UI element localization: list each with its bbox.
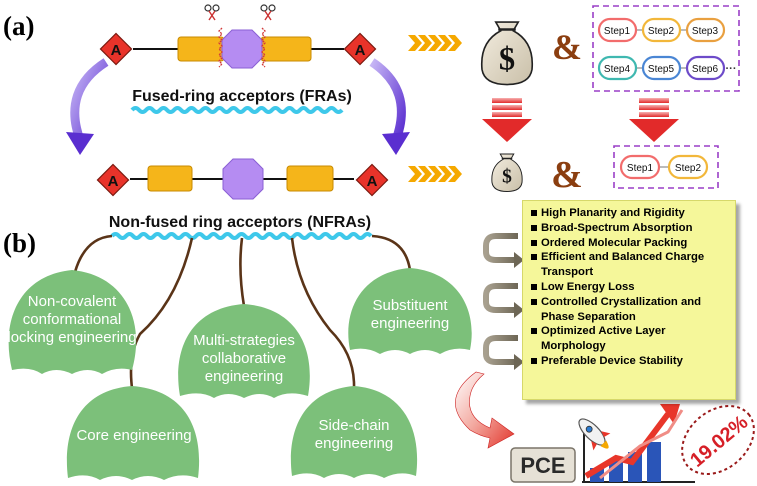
end-group-nfra-left: A [96,163,130,197]
red-down-arrow-right [629,98,679,142]
fra-wave-underline [130,106,344,114]
step-fra-3: Step3 [685,17,726,43]
pce-badge: PCE [510,447,576,483]
step-box-nfra: Step1 Step2 [613,145,719,189]
svg-text:A: A [367,173,378,190]
end-group-nfra-right: A [355,163,389,197]
svg-text:A: A [355,42,366,59]
svg-text:A: A [108,173,119,190]
bar-chart-icon [582,404,695,483]
fra-molecule: A A [99,4,377,69]
chevron-arrow-top [408,35,462,51]
cut-line-left [218,27,223,68]
purple-arrow-right [369,58,410,155]
grey-arrow-1 [483,233,524,268]
nfra-caption: Non-fused ring acceptors (NFRAs) [109,214,371,231]
step-nfra-1: Step1 [619,154,661,180]
property-item: Preferable Device Stability [531,354,731,369]
svg-text:Step4: Step4 [604,64,631,75]
red-swoosh-arrow [455,371,515,449]
svg-text:Step5: Step5 [648,64,675,75]
steps-more-ellipsis: ··· [726,63,737,75]
scissors-icon-right [260,4,276,21]
nfra-molecule: A A [96,158,389,200]
property-item: Broad-Spectrum Absorption [531,221,731,236]
property-item: Low Energy Loss [531,280,731,295]
step-fra-4: Step4 [597,55,638,81]
svg-text:Core engineering: Core engineering [76,427,191,444]
svg-text:Step2: Step2 [648,26,675,37]
pce-value-badge: 19.02% [681,405,755,475]
svg-text:Step6: Step6 [692,64,719,75]
end-group-left: A [99,32,133,66]
ampersand-top: & [552,27,582,67]
grey-arrow-2 [483,283,524,318]
svg-text:Step1: Step1 [604,26,631,37]
chevron-arrow-bottom [408,166,462,182]
property-item: High Planarity and Rigidity [531,206,731,221]
properties-box: High Planarity and Rigidity Broad-Spectr… [522,200,736,400]
grey-arrow-3 [483,335,524,370]
step-nfra-2: Step2 [667,154,709,180]
panel-a-label: (a) [3,11,34,41]
step-box-fra: Step1 Step2 Step3 Step4 Step5 Step6 ··· [592,5,740,92]
cut-line-right [261,27,266,68]
svg-text:Step2: Step2 [675,163,702,174]
step-fra-6: Step6 [685,55,726,81]
property-item: Controlled Crystallization and Phase Sep… [531,295,731,325]
strategy-leaf-core: Core engineering [66,386,200,480]
svg-text:Step1: Step1 [627,163,654,174]
property-item: Efficient and Balanced Charge Transport [531,250,731,280]
ampersand-bottom: & [551,154,583,196]
svg-text:Step3: Step3 [692,26,719,37]
panel-b-label: (b) [3,228,36,258]
step-fra-1: Step1 [597,17,638,43]
nfra-wave-underline [110,232,373,240]
svg-text:$: $ [502,167,512,188]
svg-text:$: $ [499,42,515,78]
scissors-icon-left [204,4,220,21]
step-fra-2: Step2 [641,17,682,43]
property-item: Optimized Active Layer Morphology [531,324,731,354]
end-group-right: A [343,32,377,66]
svg-text:A: A [111,42,122,59]
money-bag-large-icon: $ [480,20,534,86]
money-bag-small-icon: $ [491,153,523,193]
red-down-arrow-left [482,98,532,142]
rocket-icon [578,418,611,451]
properties-list: High Planarity and Rigidity Broad-Spectr… [531,206,731,369]
svg-text:PCE: PCE [520,453,565,478]
property-item: Ordered Molecular Packing [531,236,731,251]
step-fra-5: Step5 [641,55,682,81]
purple-arrow-left [66,58,109,155]
fra-caption: Fused-ring acceptors (FRAs) [132,88,352,105]
